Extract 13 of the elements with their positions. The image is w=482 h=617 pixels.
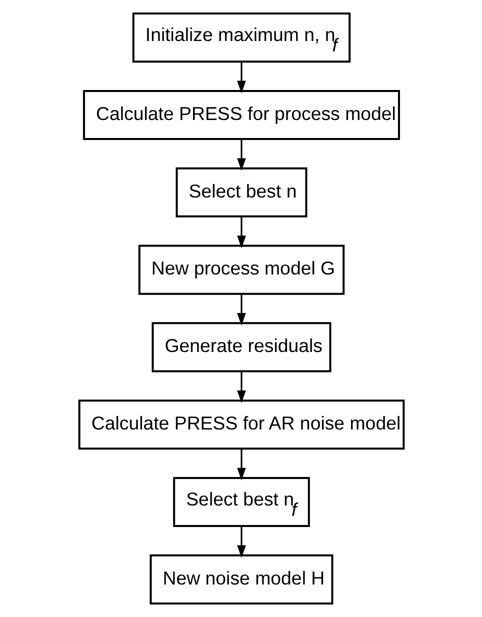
node-box: Calculate PRESS for process model — [82, 90, 400, 140]
node-box: New noise model H — [149, 554, 333, 604]
arrow — [236, 448, 246, 480]
arrow — [236, 294, 246, 326]
node-box: New process model G — [138, 244, 344, 295]
arrow — [236, 526, 246, 558]
arrow — [236, 371, 246, 404]
arrow — [236, 216, 246, 248]
arrow — [236, 139, 246, 171]
arrow — [236, 62, 246, 94]
node-box: Calculate PRESS for AR noise model — [78, 400, 404, 450]
node-box: Generate residuals — [151, 322, 331, 372]
node-box: Select best n — [175, 167, 307, 218]
